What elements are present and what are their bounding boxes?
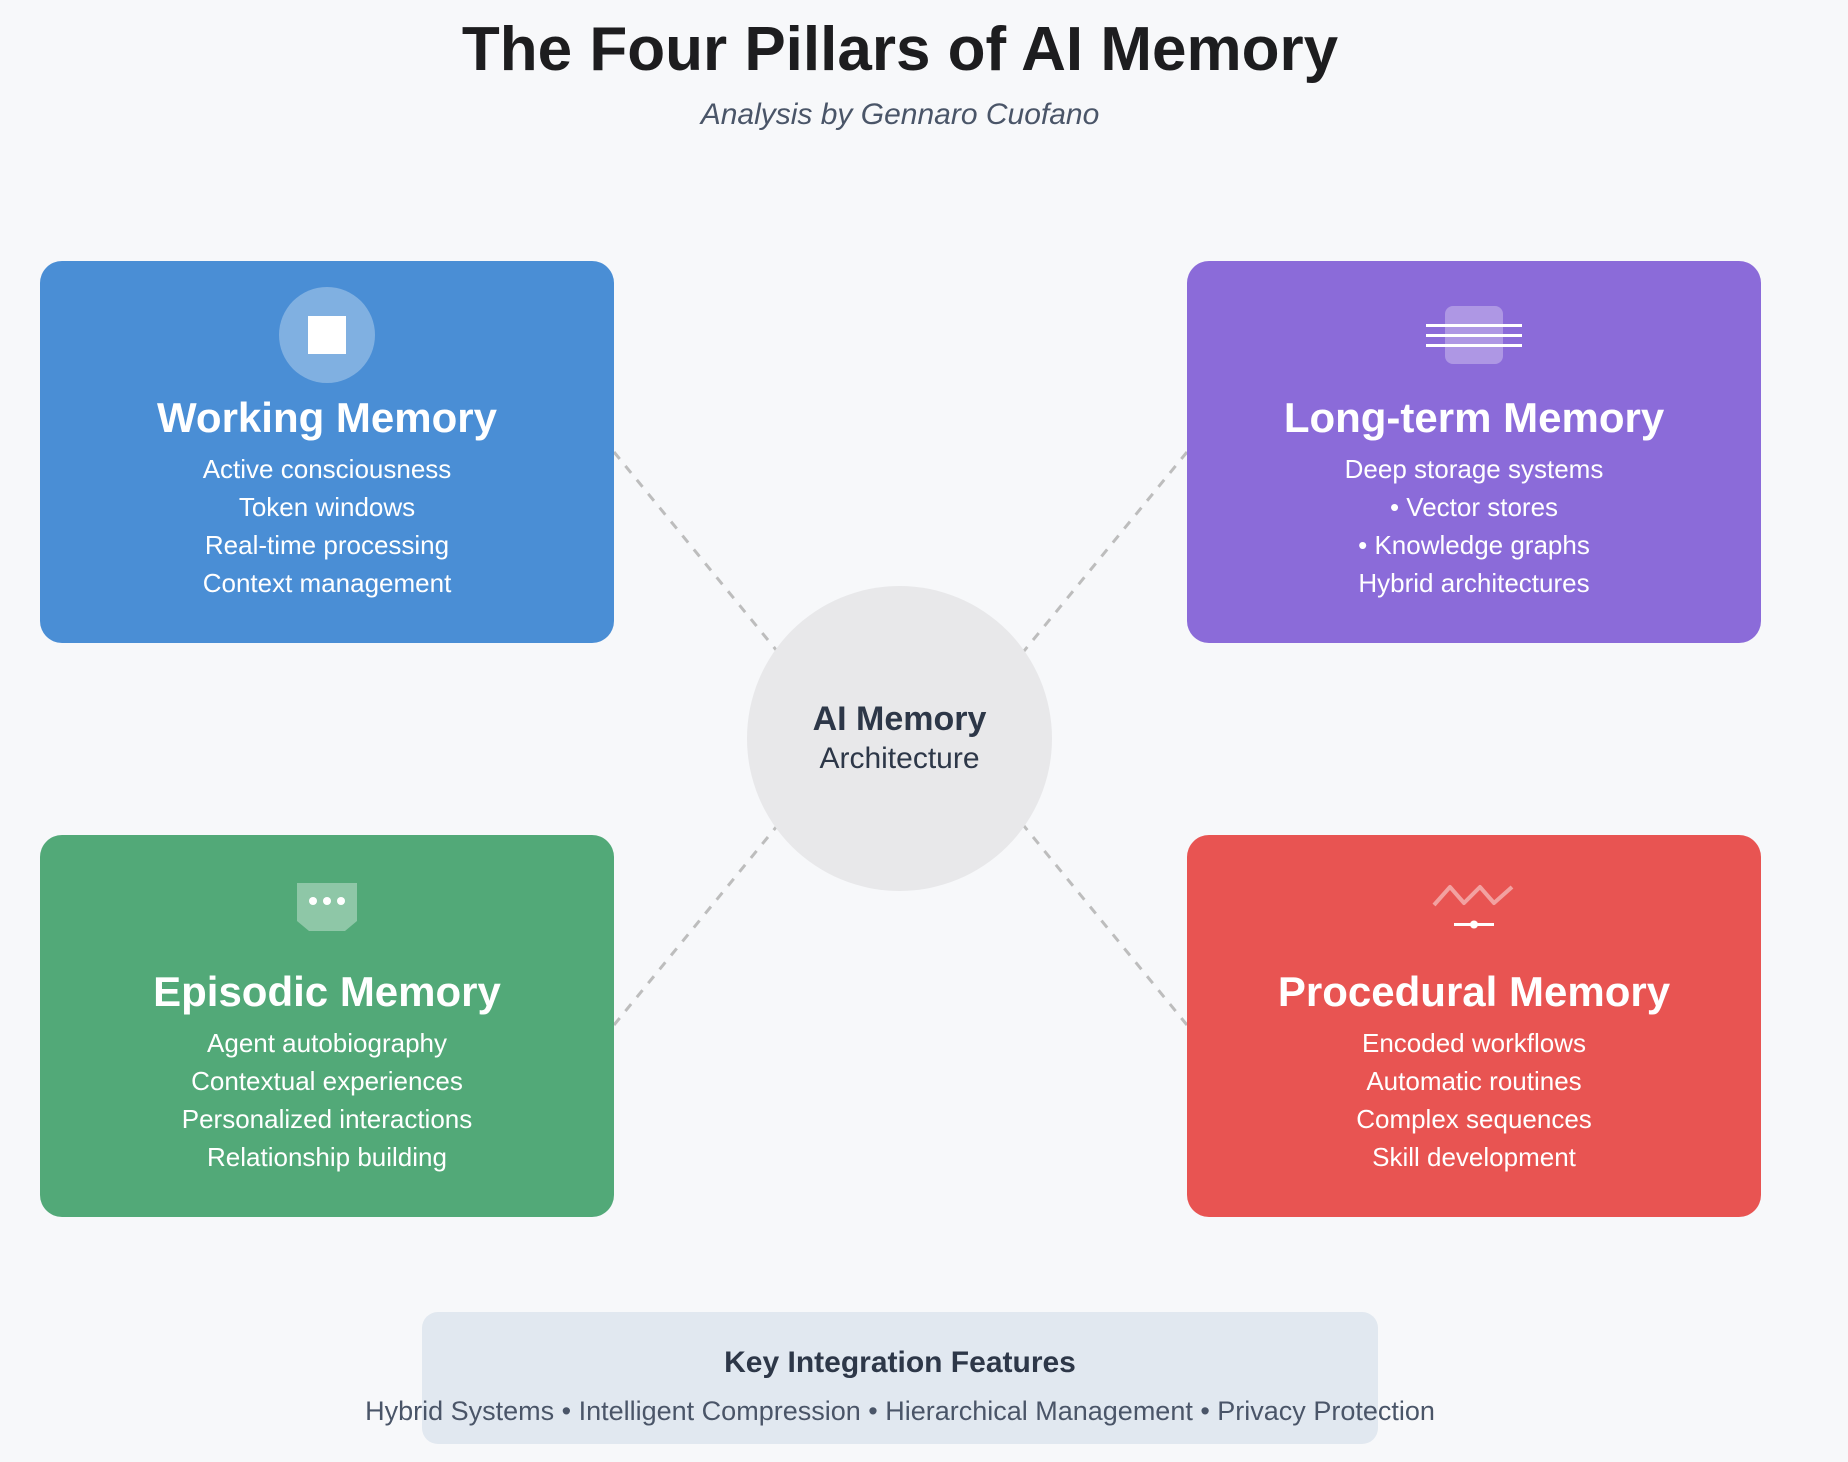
list-item: Relationship building [207, 1142, 447, 1172]
long-term-memory-list: Deep storage systems • Vector stores • K… [1187, 450, 1761, 602]
list-item: • Knowledge graphs [1358, 530, 1590, 560]
center-hub: AI Memory Architecture [747, 586, 1052, 891]
integration-features-list: Hybrid Systems • Intelligent Compression… [365, 1396, 1435, 1426]
connector-episodic [612, 814, 788, 1026]
list-item: Contextual experiences [191, 1066, 463, 1096]
list-item: Deep storage systems [1344, 454, 1604, 484]
page-title: The Four Pillars of AI Memory [461, 15, 1339, 84]
long-term-memory-title: Long-term Memory [1283, 394, 1665, 441]
list-item: Context management [202, 568, 452, 598]
integration-features-box: Key Integration Features Hybrid Systems … [365, 1312, 1435, 1444]
episodic-memory-title: Episodic Memory [153, 968, 501, 1015]
procedural-memory-card: Procedural Memory Encoded workflows Auto… [1187, 835, 1761, 1217]
list-item: Token windows [238, 492, 416, 522]
list-item: Skill development [1372, 1142, 1576, 1172]
list-item: Complex sequences [1356, 1104, 1592, 1134]
working-memory-list: Active consciousness Token windows Real-… [40, 450, 614, 602]
working-memory-card: Working Memory Active consciousness Toke… [40, 261, 614, 643]
procedural-memory-list: Encoded workflows Automatic routines Com… [1187, 1024, 1761, 1176]
zigzag-icon [1432, 885, 1514, 929]
square-icon [279, 287, 375, 383]
list-item: Real-time processing [204, 530, 450, 560]
center-hub-title: AI Memory [812, 699, 987, 738]
chat-bubble-icon [297, 883, 357, 931]
working-memory-title: Working Memory [157, 394, 497, 441]
integration-features-title: Key Integration Features [724, 1346, 1076, 1379]
connector-working [612, 451, 788, 663]
layers-icon [1426, 306, 1522, 364]
list-item: Agent autobiography [207, 1028, 447, 1058]
procedural-memory-title: Procedural Memory [1277, 968, 1671, 1015]
list-item: Personalized interactions [181, 1104, 473, 1134]
center-hub-subtitle: Architecture [819, 741, 980, 775]
list-item: Hybrid architectures [1358, 568, 1590, 598]
page-subtitle: Analysis by Gennaro Cuofano [700, 98, 1100, 131]
connector-longterm [1013, 451, 1189, 663]
episodic-memory-list: Agent autobiography Contextual experienc… [40, 1024, 614, 1176]
connector-procedural [1013, 814, 1189, 1026]
list-item: Automatic routines [1366, 1066, 1582, 1096]
list-item: Active consciousness [202, 454, 452, 484]
list-item: • Vector stores [1389, 492, 1559, 522]
episodic-memory-card: Episodic Memory Agent autobiography Cont… [40, 835, 614, 1217]
list-item: Encoded workflows [1362, 1028, 1586, 1058]
long-term-memory-card: Long-term Memory Deep storage systems • … [1187, 261, 1761, 643]
